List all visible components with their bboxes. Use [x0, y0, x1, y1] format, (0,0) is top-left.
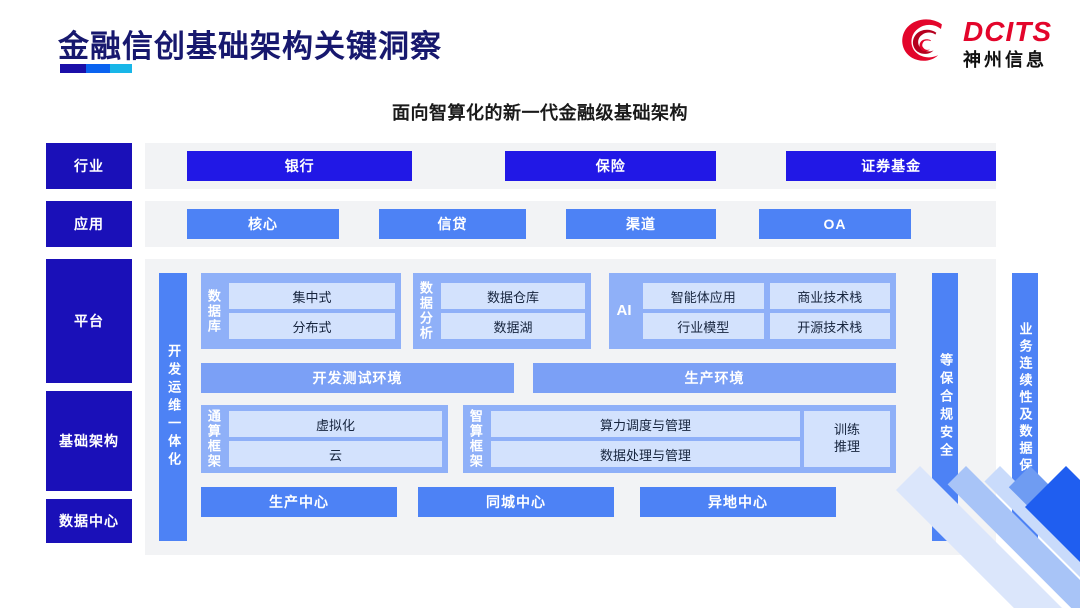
layer-label-platform: 平台	[46, 259, 132, 383]
cell-distributed[interactable]: 分布式	[229, 313, 395, 339]
cell-centralized[interactable]: 集中式	[229, 283, 395, 309]
smart-compute-stack: 算力调度与管理 数据处理与管理	[491, 411, 800, 467]
rule-segment-cyan	[110, 64, 132, 73]
slide-header: 金融信创基础架构关键洞察 DCITS 神州信息	[0, 0, 1080, 92]
group-label-smart-compute: 智算框架	[467, 409, 483, 469]
cell-agent-application[interactable]: 智能体应用	[643, 283, 764, 309]
group-body-database: 集中式 分布式	[225, 273, 401, 349]
group-label-general-compute: 通算框架	[205, 409, 221, 469]
logo-en-text: DCITS	[963, 15, 1052, 47]
cell-industry-model[interactable]: 行业模型	[643, 313, 764, 339]
rule-segment-blue	[86, 64, 110, 73]
layer-label-industry: 行业	[46, 143, 132, 189]
logo-cn-text: 神州信息	[963, 49, 1047, 70]
application-chip-core[interactable]: 核心	[187, 209, 339, 239]
datacenter-production[interactable]: 生产中心	[201, 487, 397, 517]
industry-row: 银行 保险 证券基金	[145, 143, 996, 189]
swirl-logo-icon	[902, 19, 942, 61]
platform-inner: 数据库 集中式 分布式 数据分析 数据仓库 数据湖 AI	[201, 273, 922, 541]
group-ai: AI 智能体应用 商业技术栈 行业模型 开源技术栈	[609, 273, 896, 349]
group-label-ai: AI	[616, 302, 632, 320]
group-smart-compute: 智算框架 算力调度与管理 数据处理与管理 训练 推理	[463, 405, 896, 473]
application-chip-credit[interactable]: 信贷	[379, 209, 526, 239]
application-chip-channel[interactable]: 渠道	[566, 209, 716, 239]
group-label-data-analysis: 数据分析	[417, 281, 433, 341]
architecture-diagram: 行业 应用 平台 基础架构 数据中心 银行 保险 证券基金 核心 信贷 渠道 O…	[46, 143, 1038, 565]
security-vertical-bar: 等保合规安全	[932, 273, 958, 541]
cell-compute-scheduling[interactable]: 算力调度与管理	[491, 411, 800, 437]
cell-train-inference[interactable]: 训练 推理	[804, 411, 890, 467]
layer-label-datacenter: 数据中心	[46, 499, 132, 543]
env-dev-test[interactable]: 开发测试环境	[201, 363, 514, 393]
cell-cloud[interactable]: 云	[229, 441, 442, 467]
cell-virtualization[interactable]: 虚拟化	[229, 411, 442, 437]
cell-data-lake[interactable]: 数据湖	[441, 313, 585, 339]
group-general-compute: 通算框架 虚拟化 云	[201, 405, 448, 473]
group-database: 数据库 集中式 分布式	[201, 273, 401, 349]
env-production[interactable]: 生产环境	[533, 363, 896, 393]
cell-opensource-stack[interactable]: 开源技术栈	[769, 313, 890, 339]
cell-data-processing[interactable]: 数据处理与管理	[491, 441, 800, 467]
cell-commercial-stack[interactable]: 商业技术栈	[769, 283, 890, 309]
application-chip-oa[interactable]: OA	[759, 209, 911, 239]
logo-text-block: DCITS 神州信息	[963, 15, 1052, 70]
group-body-general-compute: 虚拟化 云	[225, 405, 448, 473]
brand-logo: DCITS 神州信息	[899, 16, 1052, 70]
group-body-smart-compute: 算力调度与管理 数据处理与管理 训练 推理	[487, 405, 896, 473]
page-title: 金融信创基础架构关键洞察	[58, 29, 442, 64]
title-underline-rule	[60, 64, 132, 73]
continuity-vertical-bar: 业务连续性及数据保护	[1012, 273, 1038, 541]
layer-label-application: 应用	[46, 201, 132, 247]
application-row: 核心 信贷 渠道 OA	[145, 201, 996, 247]
rule-segment-navy	[60, 64, 86, 73]
group-data-analysis: 数据分析 数据仓库 数据湖	[413, 273, 591, 349]
devops-vertical-bar: 开发运维一体化	[159, 273, 187, 541]
group-label-database: 数据库	[205, 288, 221, 334]
ai-cell-row-2: 行业模型 开源技术栈	[643, 313, 890, 339]
ai-cell-row-1: 智能体应用 商业技术栈	[643, 283, 890, 309]
layer-label-column: 行业 应用 平台 基础架构 数据中心	[46, 143, 132, 565]
datacenter-remote[interactable]: 异地中心	[640, 487, 836, 517]
platform-panel: 开发运维一体化 等保合规安全 数据库 集中式 分布式 数据分析 数据仓库 数	[145, 259, 996, 555]
page-subtitle: 面向智算化的新一代金融级基础架构	[392, 103, 688, 123]
industry-chip-bank[interactable]: 银行	[187, 151, 413, 181]
cell-data-warehouse[interactable]: 数据仓库	[441, 283, 585, 309]
datacenter-same-city[interactable]: 同城中心	[418, 487, 614, 517]
industry-chip-securities[interactable]: 证券基金	[786, 151, 996, 181]
industry-chip-insurance[interactable]: 保险	[505, 151, 717, 181]
group-body-data-analysis: 数据仓库 数据湖	[437, 273, 591, 349]
group-body-ai: 智能体应用 商业技术栈 行业模型 开源技术栈	[639, 273, 896, 349]
layer-label-infrastructure: 基础架构	[46, 391, 132, 491]
